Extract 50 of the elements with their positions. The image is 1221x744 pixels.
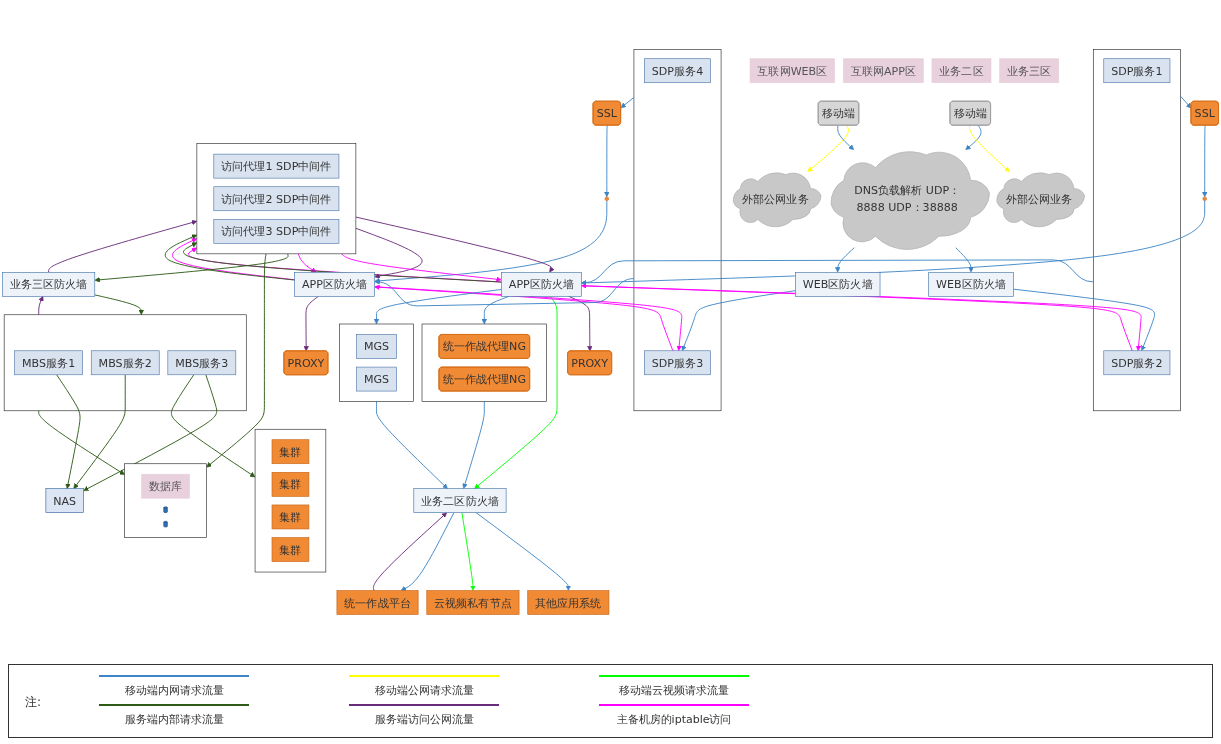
node-box: MBS服务3 [167,350,237,376]
legend-text: 服务端内部请求流量 [124,712,224,727]
node-box: WEB区防火墙 [795,272,881,297]
node-box: 统一作战平台 [336,590,419,615]
node-box: 访问代理3 SDP中间件 [213,219,340,244]
node-box: 访问代理2 SDP中间件 [213,186,340,212]
legend-text: 主备机房的iptable访问 [616,712,732,727]
cluster [3,314,247,412]
cluster [254,428,327,573]
node-box: MGS [356,334,397,359]
cluster [1093,49,1181,412]
cluster [196,143,357,255]
node-box: 互联网WEB区 [749,58,835,84]
node-cylinder [163,506,168,513]
node-cylinder [163,520,168,528]
legend-text: 服务端访问公网流量 [374,712,474,727]
node-box: 其他应用系统 [527,590,610,615]
node-box: 集群 [271,537,310,562]
node-circle [604,196,609,201]
node-box: 互联网APP区 [842,58,924,84]
cluster [124,463,207,538]
node-box: 业务三区 [999,58,1060,84]
node-box: APP区防火墙 [294,272,375,297]
node-box: 集群 [271,472,310,497]
node-box: 集群 [271,504,310,530]
cluster [339,323,414,402]
node-box: MBS服务2 [90,350,160,376]
node-box: 数据库 [141,473,190,499]
node-box: NAS [45,488,84,513]
node-box: MGS [356,366,397,392]
node-box: WEB区防火墙 [928,272,1014,297]
node-box: SDP服务4 [644,58,711,84]
legend-text: 移动端内网请求流量 [124,683,224,698]
node-box: 集群 [271,439,310,465]
cluster [421,323,547,402]
node-box: SDP服务3 [644,350,711,376]
node-box: MBS服务1 [14,350,83,376]
node-box: 业务二区防火墙 [413,488,507,513]
node-box: 访问代理1 SDP中间件 [213,153,340,179]
node-box: SDP服务2 [1103,350,1171,376]
note-label: 注: [25,695,42,709]
node-circle [1202,196,1207,201]
node-box: 业务三区防火墙 [2,272,96,297]
node-box: APP区防火墙 [501,272,582,297]
cluster [633,49,722,412]
legend-text: 移动端云视频请求流量 [619,683,730,698]
node-box: SDP服务1 [1103,58,1171,84]
legend-text: 移动端公网请求流量 [374,683,474,698]
node-box: 业务二区 [931,58,992,84]
node-box: 云视频私有节点 [426,590,520,615]
